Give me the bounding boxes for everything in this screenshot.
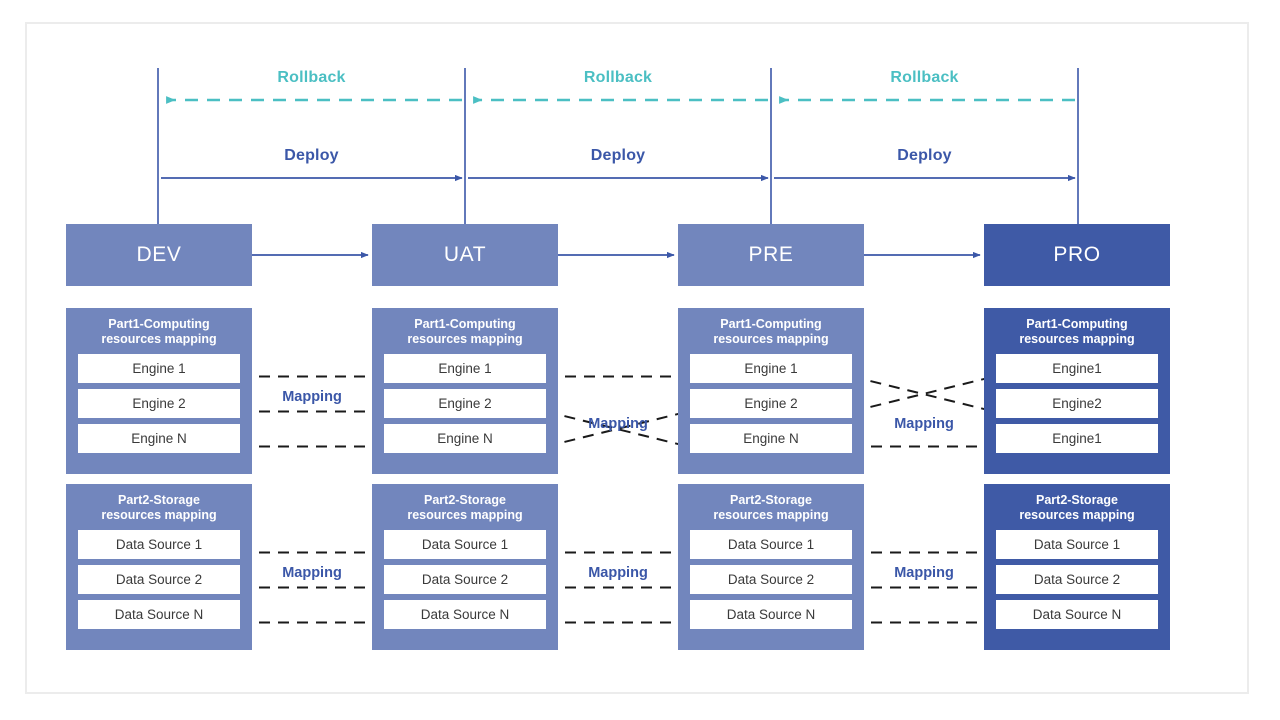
- deploy-label-2: Deploy: [897, 147, 952, 164]
- part1-mapping-label-0: Mapping: [282, 388, 342, 405]
- part2-resource-row[interactable]: Data Source 2: [690, 565, 852, 594]
- rollback-label-2: Rollback: [890, 69, 959, 86]
- part1-resource-row[interactable]: Engine1: [996, 424, 1158, 453]
- part2-row-list: Data Source 1 Data Source 2 Data Source N: [78, 530, 240, 629]
- part2-row-list: Data Source 1 Data Source 2 Data Source N: [996, 530, 1158, 629]
- env-bar-label: UAT: [443, 243, 487, 266]
- part1-panel-title: Part1-Computing resources mapping: [407, 317, 523, 346]
- part2-mapping-label-1: Mapping: [588, 564, 648, 581]
- part1-panel-title: Part1-Computing resources mapping: [713, 317, 829, 346]
- env-bar-uat[interactable]: UAT: [372, 224, 558, 286]
- part2-resource-row[interactable]: Data Source N: [384, 600, 546, 629]
- part2-resource-row[interactable]: Data Source N: [78, 600, 240, 629]
- env-bar-pre[interactable]: PRE: [678, 224, 864, 286]
- part2-resource-row[interactable]: Data Source 1: [78, 530, 240, 559]
- part2-resource-row[interactable]: Data Source 1: [384, 530, 546, 559]
- env-bar-dev[interactable]: DEV: [66, 224, 252, 286]
- part1-resource-row[interactable]: Engine N: [78, 424, 240, 453]
- env-bar-label: PRE: [748, 243, 794, 266]
- part2-resource-row[interactable]: Data Source N: [690, 600, 852, 629]
- rollback-label-0: Rollback: [277, 69, 346, 86]
- part1-resource-row[interactable]: Engine 1: [384, 354, 546, 383]
- part2-mapping-label-2: Mapping: [894, 564, 954, 581]
- part1-resource-row[interactable]: Engine 2: [690, 389, 852, 418]
- part1-row-list: Engine 1 Engine 2 Engine N: [384, 354, 546, 453]
- env-bar-pro[interactable]: PRO: [984, 224, 1170, 286]
- part2-resource-row[interactable]: Data Source 1: [996, 530, 1158, 559]
- part2-resource-row[interactable]: Data Source 2: [996, 565, 1158, 594]
- part2-resource-row[interactable]: Data Source 1: [690, 530, 852, 559]
- part2-row-list: Data Source 1 Data Source 2 Data Source N: [690, 530, 852, 629]
- part1-resource-row[interactable]: Engine2: [996, 389, 1158, 418]
- part2-resource-row[interactable]: Data Source 2: [384, 565, 546, 594]
- part1-resource-row[interactable]: Engine 2: [78, 389, 240, 418]
- deploy-label-0: Deploy: [284, 147, 339, 164]
- part2-resource-row[interactable]: Data Source N: [996, 600, 1158, 629]
- part2-panel-title: Part2-Storage resources mapping: [1019, 493, 1135, 522]
- part1-mapping-label-1: Mapping: [588, 415, 648, 432]
- rollback-label-1: Rollback: [583, 69, 653, 86]
- env-bar-label: DEV: [136, 243, 182, 266]
- part1-row-list: Engine 1 Engine 2 Engine N: [690, 354, 852, 453]
- part1-resource-row[interactable]: Engine1: [996, 354, 1158, 383]
- deploy-label-1: Deploy: [590, 147, 646, 164]
- part2-panel-title: Part2-Storage resources mapping: [407, 493, 523, 522]
- part1-resource-row[interactable]: Engine N: [384, 424, 546, 453]
- part2-resource-row[interactable]: Data Source 2: [78, 565, 240, 594]
- part2-row-list: Data Source 1 Data Source 2 Data Source N: [384, 530, 546, 629]
- part1-mapping-label-2: Mapping: [894, 415, 954, 432]
- part2-mapping-label-0: Mapping: [282, 564, 342, 581]
- part1-panel-title: Part1-Computing resources mapping: [1019, 317, 1135, 346]
- part1-panel-title: Part1-Computing resources mapping: [101, 317, 217, 346]
- part1-row-list: Engine 1 Engine 2 Engine N: [78, 354, 240, 453]
- part2-panel-title: Part2-Storage resources mapping: [101, 493, 217, 522]
- part1-resource-row[interactable]: Engine 2: [384, 389, 546, 418]
- part1-resource-row[interactable]: Engine 1: [690, 354, 852, 383]
- part1-resource-row[interactable]: Engine 1: [78, 354, 240, 383]
- env-bar-label: PRO: [1053, 243, 1101, 266]
- part2-panel-title: Part2-Storage resources mapping: [713, 493, 829, 522]
- part1-resource-row[interactable]: Engine N: [690, 424, 852, 453]
